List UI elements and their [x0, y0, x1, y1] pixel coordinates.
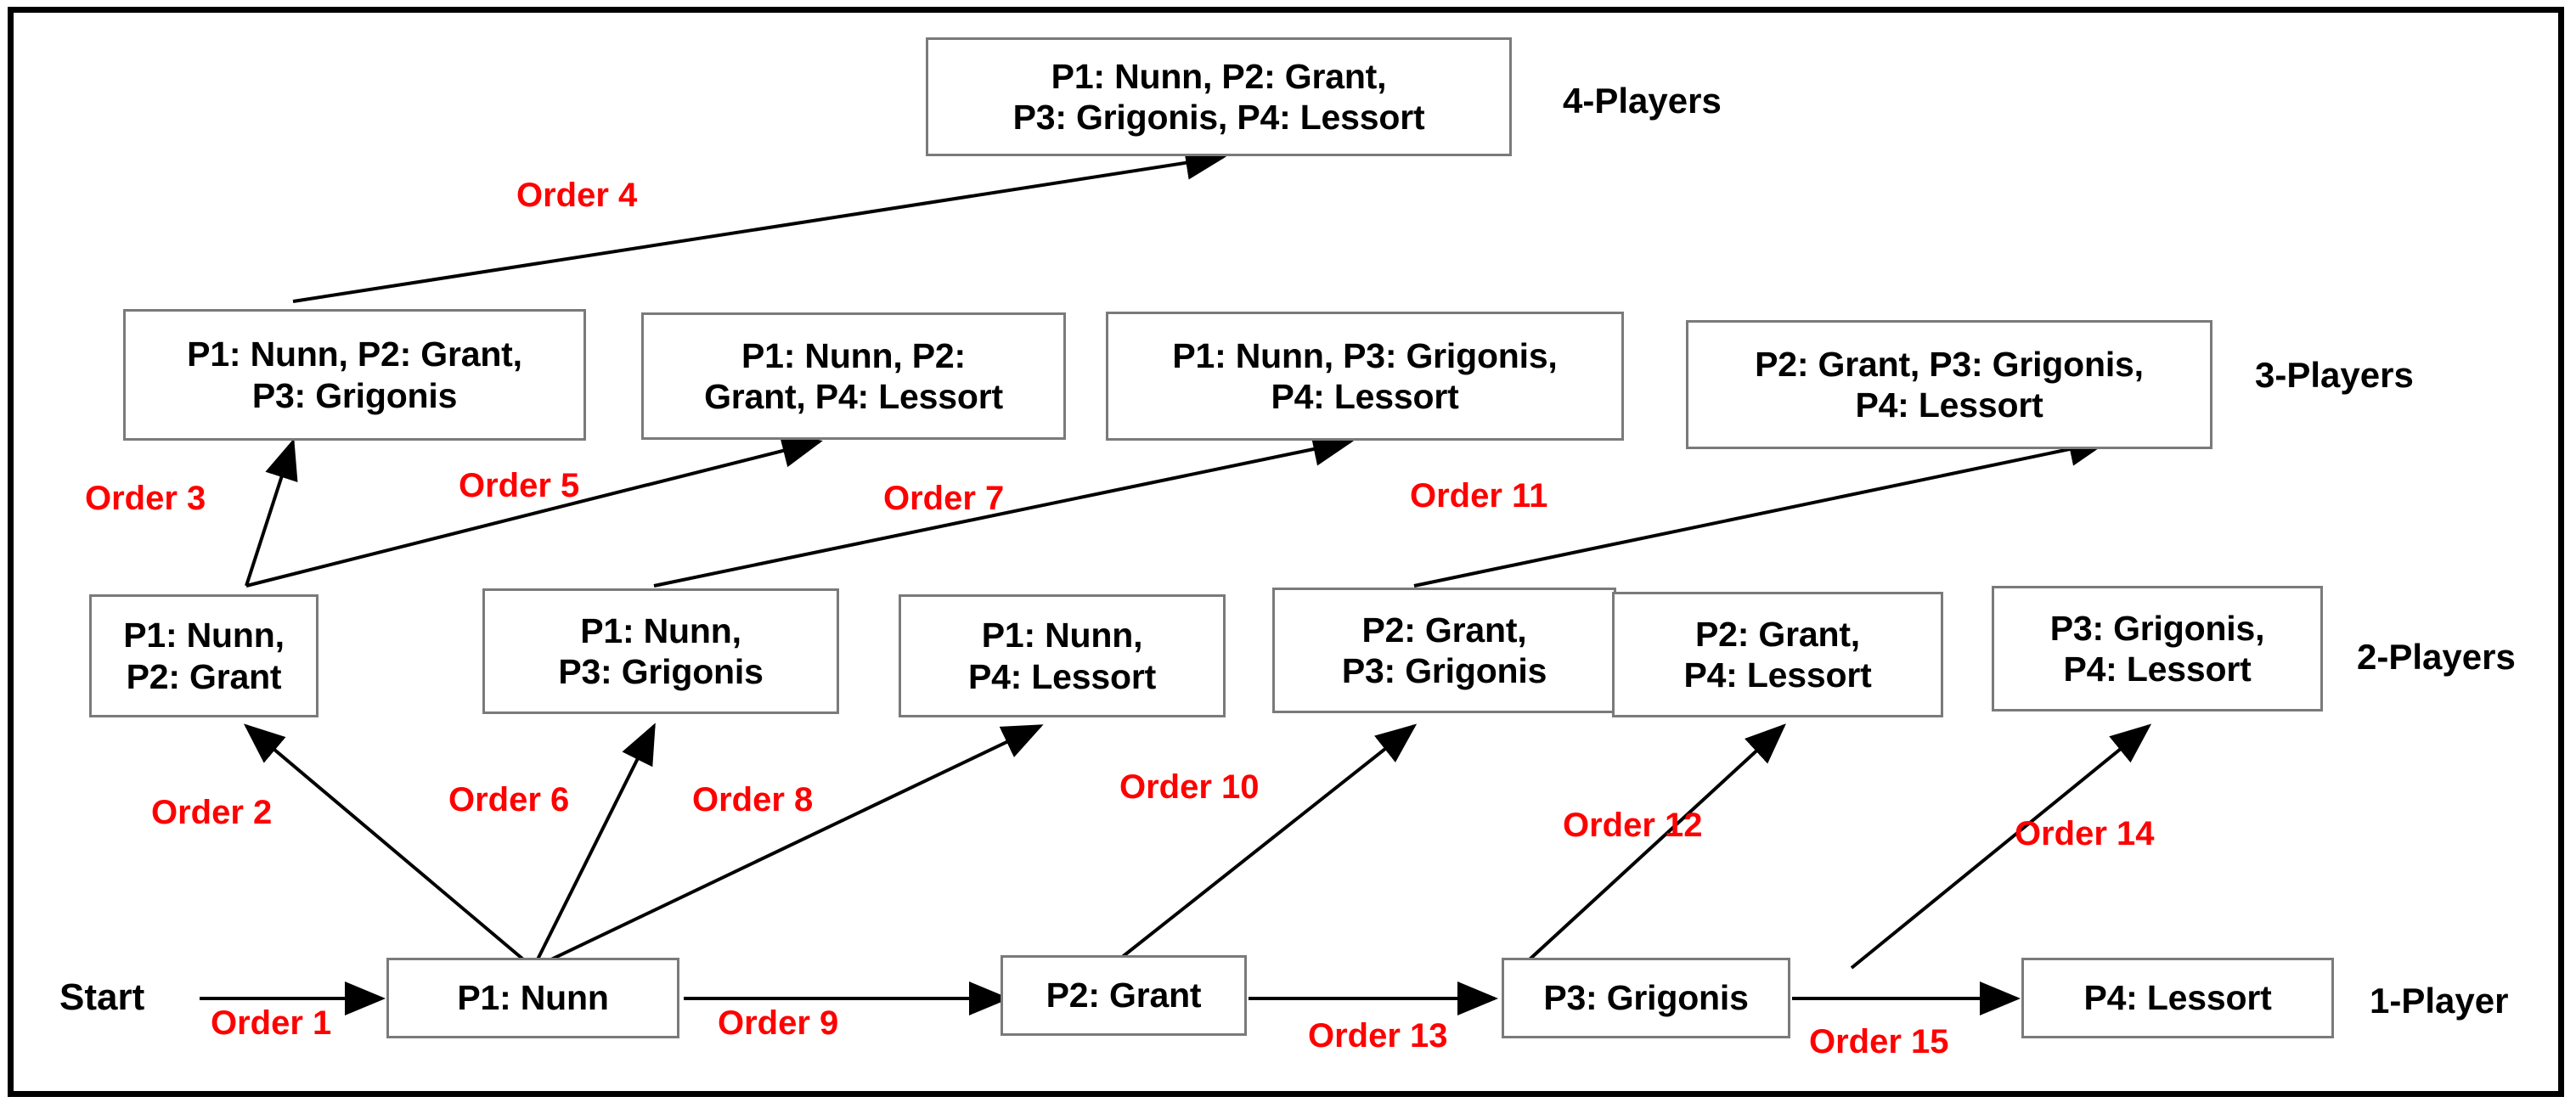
order-label-7: Order 7 [883, 480, 1005, 517]
node-2players-1[interactable]: P1: Nunn, P2: Grant [89, 594, 318, 717]
node-2players-5-line2: P4: Lessort [1683, 655, 1872, 695]
node-2players-6-line1: P3: Grigonis, [2049, 608, 2265, 648]
node-3players-1-line2: P3: Grigonis [251, 375, 458, 415]
node-2players-2-line2: P3: Grigonis [558, 652, 764, 691]
node-3players-2-line2: Grant, P4: Lessort [704, 377, 1003, 416]
node-2players-1-line2: P2: Grant [126, 656, 282, 696]
node-3players-3-line2: P4: Lessort [1271, 377, 1459, 416]
order-label-15: Order 15 [1809, 1023, 1949, 1060]
node-3players-2-line1: P1: Nunn, P2: [741, 335, 966, 375]
node-3players-3-line1: P1: Nunn, P3: Grigonis, [1172, 335, 1558, 375]
row-label-3players: 3-Players [2255, 355, 2414, 395]
order-label-3: Order 3 [85, 480, 206, 517]
start-label: Start [59, 976, 145, 1018]
node-1player-2[interactable]: P2: Grant [1001, 955, 1247, 1036]
node-2players-3[interactable]: P1: Nunn, P4: Lessort [899, 594, 1226, 717]
order-label-8: Order 8 [692, 781, 814, 818]
node-2players-3-line2: P4: Lessort [967, 656, 1157, 696]
node-3players-4-line1: P2: Grant, P3: Grigonis, [1755, 344, 2144, 384]
node-4players-1[interactable]: P1: Nunn, P2: Grant, P3: Grigonis, P4: L… [926, 37, 1512, 156]
row-label-1player: 1-Player [2370, 981, 2509, 1021]
row-label-4players: 4-Players [1563, 81, 1722, 121]
diagram-outer-frame [8, 7, 2564, 1097]
node-1player-4-line1: P4: Lessort [2083, 978, 2272, 1018]
node-2players-3-line1: P1: Nunn, [981, 616, 1143, 655]
node-1player-3[interactable]: P3: Grigonis [1502, 958, 1790, 1038]
node-2players-2[interactable]: P1: Nunn, P3: Grigonis [482, 588, 839, 714]
node-1player-4[interactable]: P4: Lessort [2021, 958, 2334, 1038]
node-2players-5-line1: P2: Grant, [1695, 614, 1860, 654]
node-4players-1-line1: P1: Nunn, P2: Grant, [1051, 56, 1387, 96]
node-3players-2[interactable]: P1: Nunn, P2: Grant, P4: Lessort [641, 312, 1066, 440]
order-label-9: Order 9 [718, 1004, 839, 1042]
node-1player-1[interactable]: P1: Nunn [386, 958, 679, 1038]
order-label-4: Order 4 [516, 177, 638, 214]
node-2players-4[interactable]: P2: Grant, P3: Grigonis [1272, 588, 1616, 713]
node-2players-4-line2: P3: Grigonis [1341, 651, 1547, 690]
order-label-1: Order 1 [211, 1004, 332, 1042]
order-label-14: Order 14 [2015, 815, 2155, 852]
order-label-12: Order 12 [1563, 807, 1703, 844]
order-label-13: Order 13 [1308, 1017, 1448, 1055]
node-2players-6-line2: P4: Lessort [2063, 650, 2252, 689]
node-3players-1-line1: P1: Nunn, P2: Grant, [187, 335, 522, 374]
node-2players-5[interactable]: P2: Grant, P4: Lessort [1612, 592, 1943, 717]
order-label-6: Order 6 [448, 781, 570, 818]
row-label-2players: 2-Players [2357, 637, 2516, 677]
node-4players-1-line2: P3: Grigonis, P4: Lessort [1012, 98, 1425, 137]
node-2players-2-line1: P1: Nunn, [580, 610, 741, 650]
node-3players-4-line2: P4: Lessort [1855, 385, 2043, 425]
order-label-2: Order 2 [151, 794, 273, 831]
order-label-10: Order 10 [1119, 768, 1260, 806]
node-3players-4[interactable]: P2: Grant, P3: Grigonis, P4: Lessort [1686, 320, 2212, 449]
node-1player-3-line1: P3: Grigonis [1543, 978, 1749, 1018]
node-2players-1-line1: P1: Nunn, [123, 616, 285, 655]
node-3players-3[interactable]: P1: Nunn, P3: Grigonis, P4: Lessort [1106, 312, 1624, 441]
node-1player-2-line1: P2: Grant [1046, 976, 1202, 1015]
order-label-11: Order 11 [1410, 477, 1548, 515]
node-2players-6[interactable]: P3: Grigonis, P4: Lessort [1992, 586, 2323, 711]
node-3players-1[interactable]: P1: Nunn, P2: Grant, P3: Grigonis [123, 309, 586, 441]
node-1player-1-line1: P1: Nunn [457, 978, 609, 1018]
node-2players-4-line1: P2: Grant, [1361, 610, 1527, 650]
order-label-5: Order 5 [459, 467, 580, 504]
